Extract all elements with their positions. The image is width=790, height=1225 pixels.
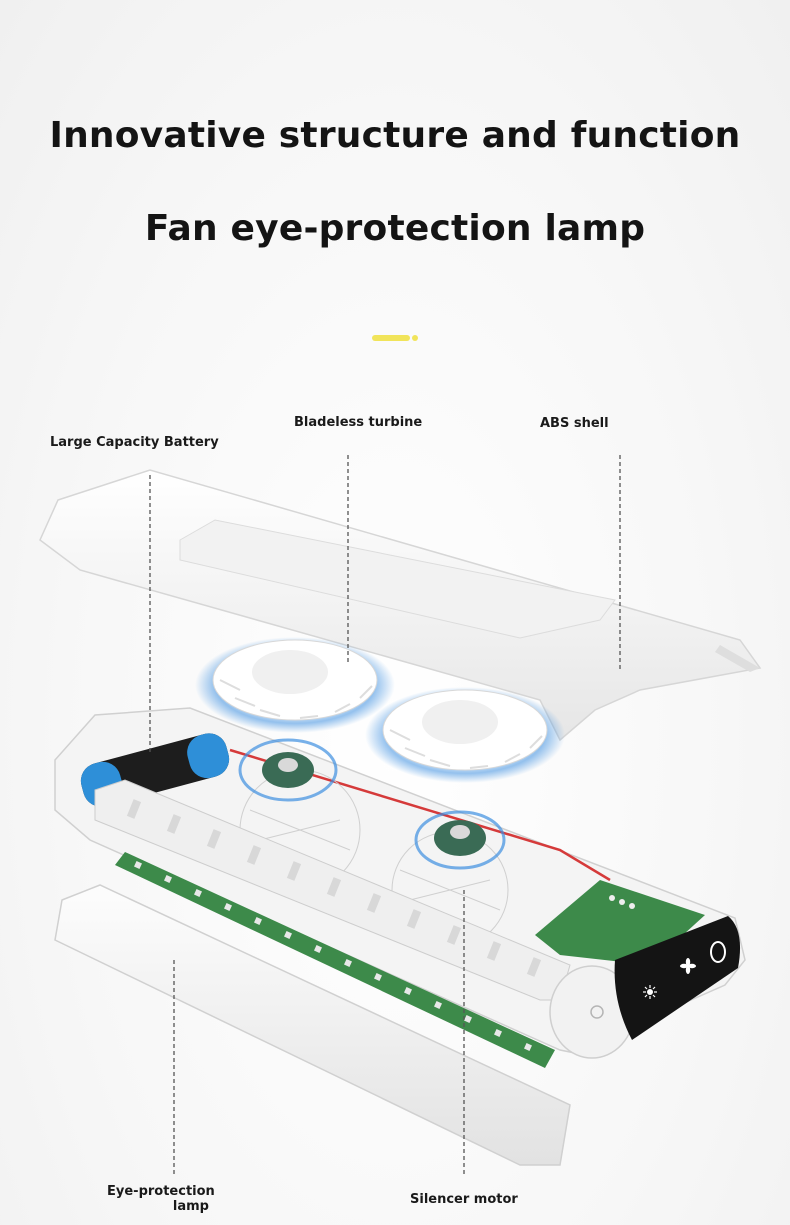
turbine-right — [365, 687, 565, 783]
callout-lamp-line1: Eye-protection — [107, 1184, 215, 1199]
page-title: Innovative structure and function — [49, 115, 741, 156]
accent-bar — [372, 335, 410, 341]
fan-icon — [680, 958, 696, 974]
motor-right — [414, 810, 506, 870]
lamp-diffuser — [54, 884, 571, 1166]
callout-lamp-line2: lamp — [172, 1199, 209, 1214]
page-subtitle: Fan eye-protection lamp — [144, 208, 646, 249]
sun-icon — [643, 985, 657, 999]
red-wire — [229, 748, 611, 882]
grille-rail — [94, 779, 571, 1001]
motor-left — [238, 738, 338, 802]
callout-lamp: Eye-protection lamp — [107, 1184, 215, 1214]
accent-dot — [412, 335, 418, 341]
end-cap — [549, 965, 635, 1059]
callout-motor: Silencer motor — [410, 1192, 518, 1207]
led-strip — [115, 852, 555, 1068]
callout-shell: ABS shell — [540, 416, 609, 431]
callout-turbine: Bladeless turbine — [294, 415, 423, 430]
abs-shell — [39, 469, 762, 742]
power-ring-icon — [710, 941, 726, 963]
turbine-left — [195, 637, 395, 733]
callout-battery: Large Capacity Battery — [50, 435, 219, 450]
control-panel — [614, 916, 741, 1040]
